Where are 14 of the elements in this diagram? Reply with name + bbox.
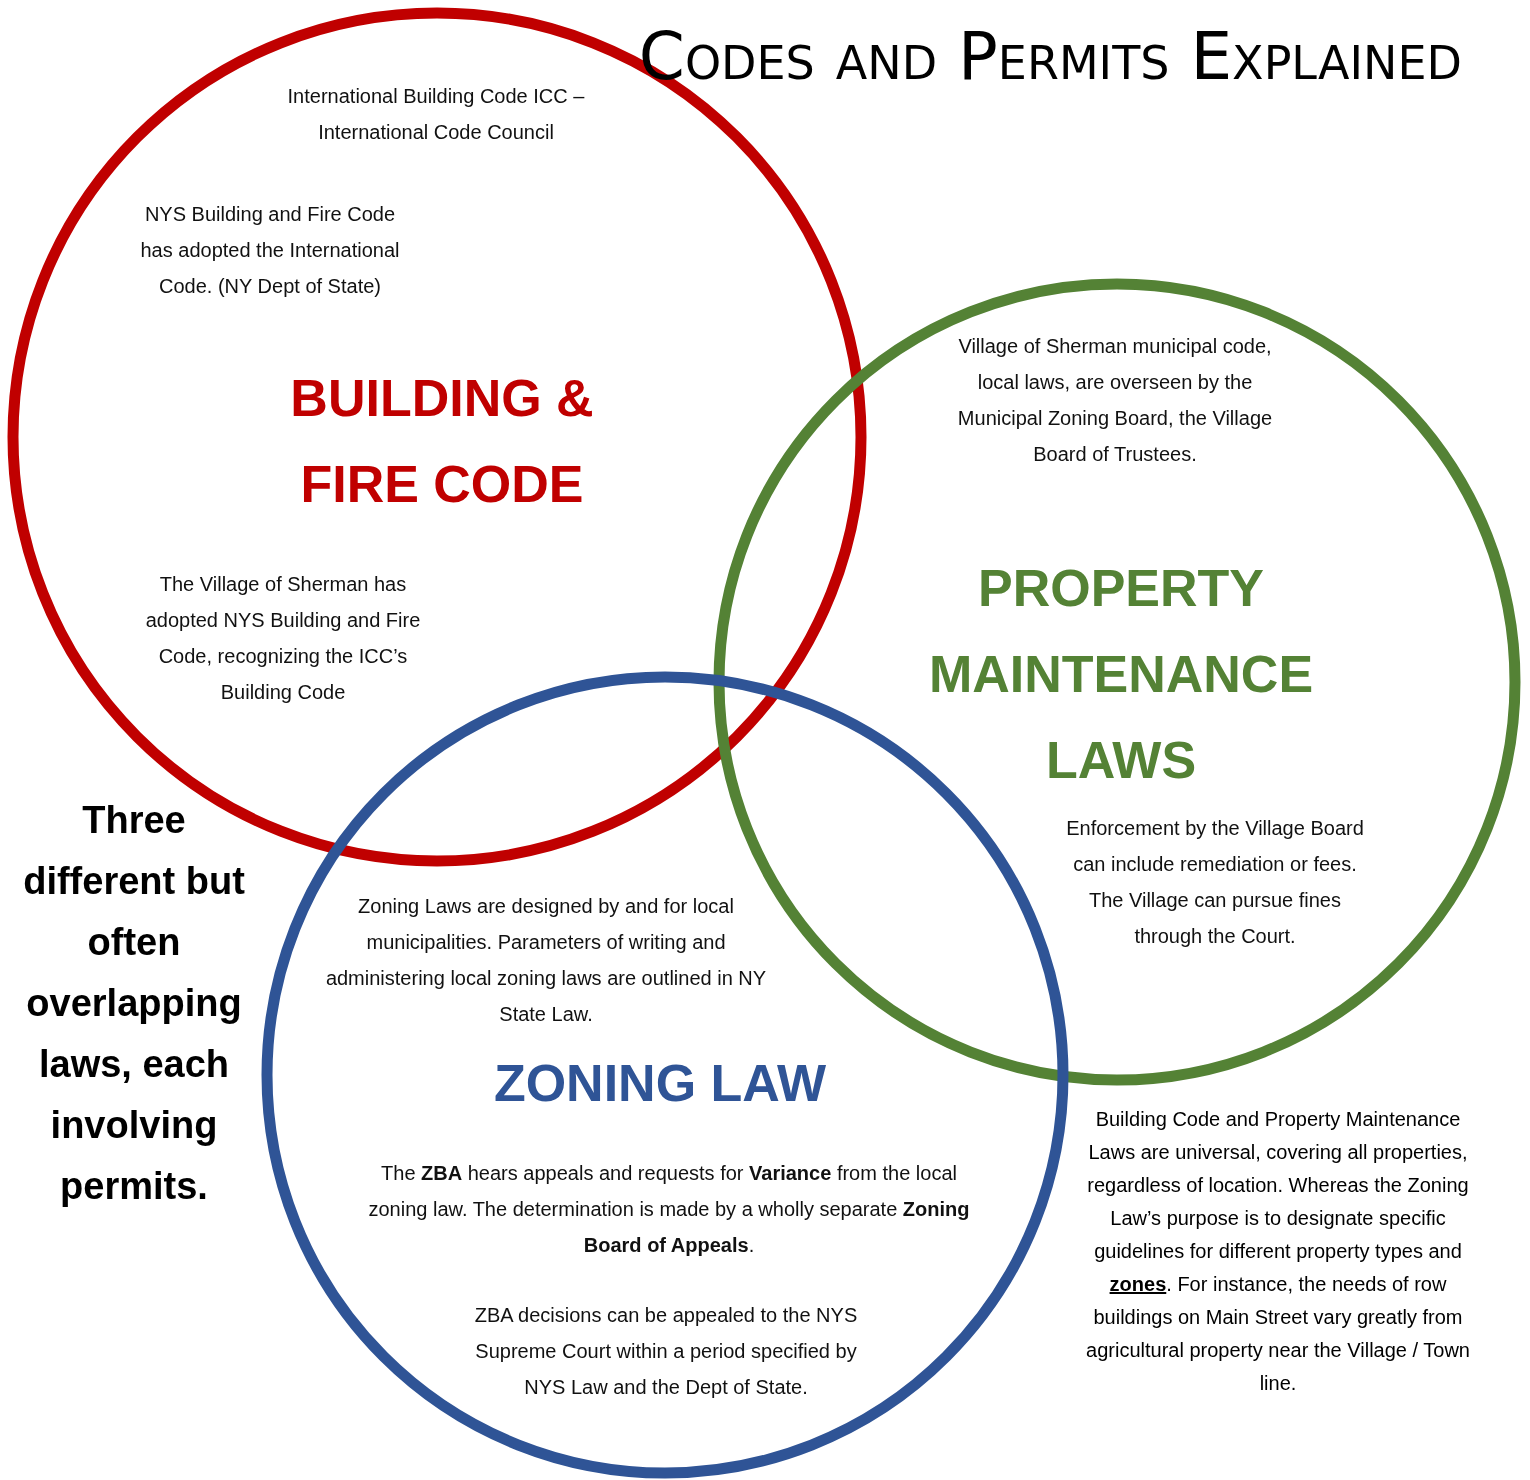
circle-text: Enforcement by the Village Board can include remediation or fees. The Village can pursue fines through the Court. [1065,816,1365,949]
circle-heading: ZONING LAW [492,1053,828,1114]
circle-text: NYS Building and Fire Code has adopted the International Code. (NY Dept of State) [139,202,401,299]
title: Codes and Permits Explained [638,17,1462,97]
circle-heading: BUILDING & FIRE CODE [289,368,595,515]
side-note: Three different but often overlapping laws, each involving permits. [22,798,246,1209]
circle-text: ZBA decisions can be appealed to the NYS Supreme Court within a period specified by NYS Law and the Dept of State. [473,1303,859,1400]
circle-text: Zoning Laws are designed by and for local municipalities. Parameters of writing and administering local zoning laws are outlined in NY State Law. [324,894,768,1027]
circle-text: Village of Sherman municipal code, local laws, are overseen by the Municipal Zoning Board, the Village Board of Trustees. [956,334,1274,467]
circle-text: International Building Code ICC – International Code Council [286,84,586,145]
circle-text: The ZBA hears appeals and requests for Variance from the local zoning law. The determination is made by a wholly separate Zoning Board of Appeals. [367,1161,971,1258]
circle-heading: PROPERTY MAINTENANCE LAWS [927,558,1315,791]
circle-text: The Village of Sherman has adopted NYS Building and Fire Code, recognizing the ICC’s Building Code [144,572,422,705]
note-text: Building Code and Property Maintenance Laws are universal, covering all properties, regardless of location. Whereas the Zoning Law’s purpose is to designate specific guidelines for different property types and zones. For instance, the needs of row buildings on Main Street vary greatly from agricultural property near the Village / Town line. [1085,1107,1471,1396]
